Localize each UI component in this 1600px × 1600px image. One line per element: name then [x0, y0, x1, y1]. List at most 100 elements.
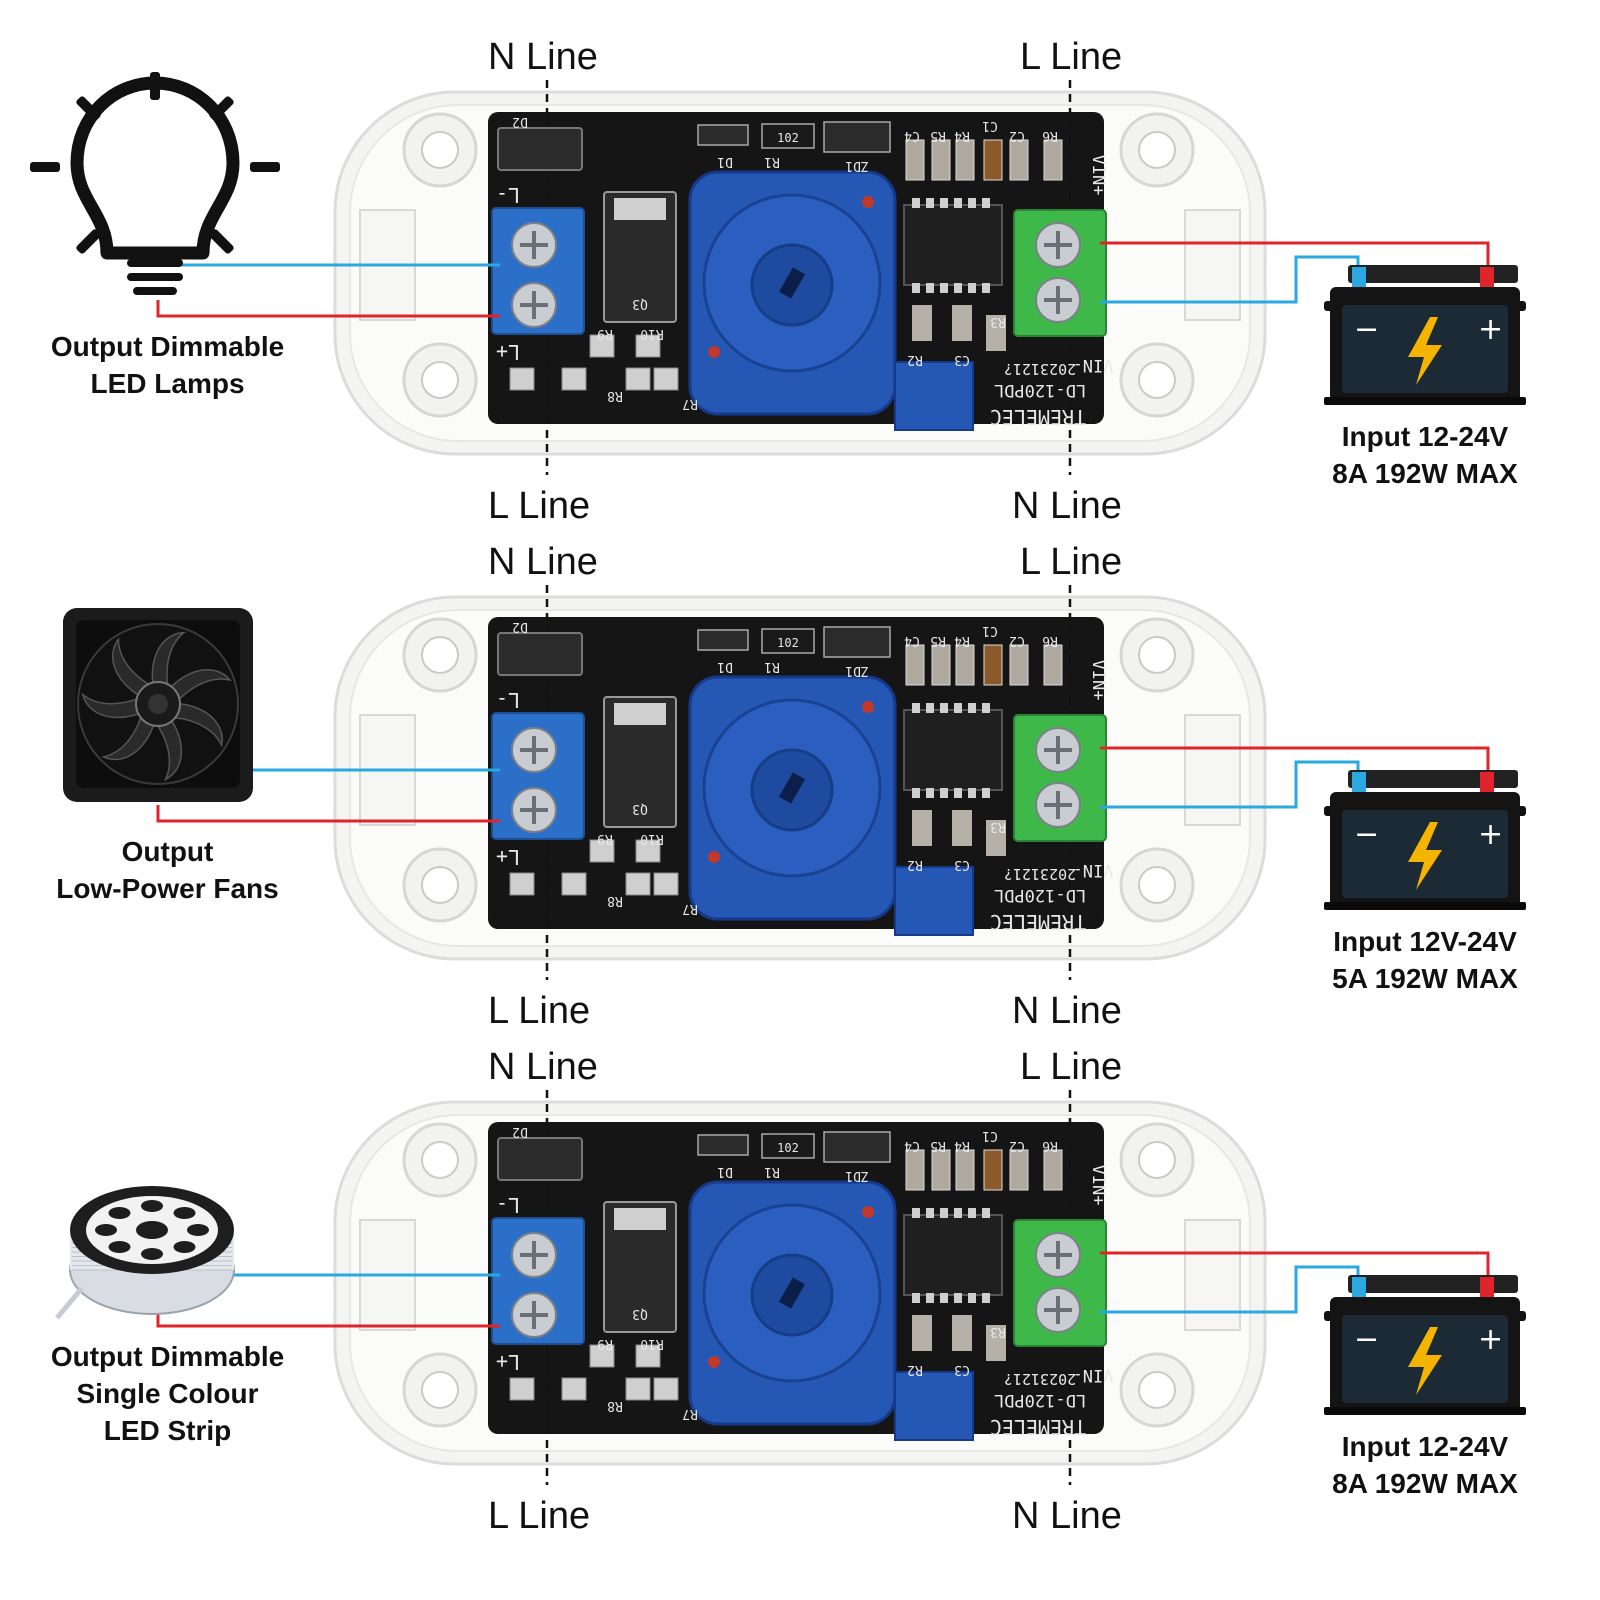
smd-part — [635, 334, 661, 358]
smd-part — [625, 367, 651, 391]
silk-r1: R1 — [764, 1164, 780, 1179]
diode-d1 — [697, 1134, 749, 1156]
silk-r1: R1 — [764, 659, 780, 674]
silk-vin-plus: VIN+ — [1088, 660, 1108, 701]
screw-hole — [421, 361, 459, 399]
smd-part — [986, 1325, 1006, 1361]
screw-slot — [1044, 1296, 1072, 1324]
smd-part — [912, 810, 932, 846]
smd-part — [955, 139, 975, 181]
smd-part — [912, 1315, 932, 1351]
silk-resistor-code: 102 — [777, 636, 799, 650]
mosfet-tab — [614, 703, 666, 725]
smd-part — [635, 1344, 661, 1368]
led-indicator — [862, 196, 874, 208]
silk-r4: R4 — [954, 1138, 970, 1153]
smd-part — [561, 367, 587, 391]
silk-vin-minus: VIN- — [1073, 1365, 1114, 1385]
smd-part — [625, 1377, 651, 1401]
zener-zd1 — [823, 121, 891, 153]
ic-pin — [982, 703, 990, 713]
input-caption: Input 12V-24V 5A 192W MAX — [1332, 926, 1518, 994]
ic-pin — [940, 1208, 948, 1218]
ic-pin — [926, 1293, 934, 1303]
smd-part — [905, 1149, 925, 1191]
smd-part — [653, 872, 679, 896]
battery-icon: −+ — [1324, 265, 1526, 405]
ic-pin — [940, 703, 948, 713]
output-caption: Output Dimmable Single Colour LED Strip — [50, 1341, 285, 1446]
silk-c4: C4 — [904, 1138, 920, 1153]
smd-part — [1009, 139, 1029, 181]
reel-spoke-hole — [187, 1224, 209, 1236]
led-indicator — [708, 1356, 720, 1368]
silk-q3: Q3 — [632, 1306, 648, 1321]
smd-part — [561, 872, 587, 896]
mosfet-tab — [614, 1208, 666, 1230]
screw-hole — [1138, 131, 1176, 169]
smd-part — [561, 1377, 587, 1401]
silk-d1: D1 — [717, 659, 733, 674]
diode-d1 — [697, 124, 749, 146]
bottom-right-line-label: N Line — [1012, 1495, 1122, 1537]
resistor-r1 — [761, 628, 815, 654]
reel-spoke-hole — [141, 1248, 163, 1260]
mosfet-q3 — [603, 1201, 677, 1333]
cooling-fan-icon — [63, 608, 253, 802]
silk-c4: C4 — [904, 633, 920, 648]
silk-c3: C3 — [954, 857, 970, 872]
smd-part — [653, 367, 679, 391]
battery-positive-post — [1480, 772, 1494, 794]
battery-plus-symbol: + — [1478, 817, 1503, 852]
smd-part — [653, 1377, 679, 1401]
silk-model: LD-120PDL — [994, 885, 1086, 905]
screw-slot — [520, 1301, 548, 1329]
top-left-line-label: N Line — [488, 541, 598, 583]
battery-negative-post — [1352, 267, 1366, 289]
ic-pin — [982, 1208, 990, 1218]
silk-zd1: ZD1 — [845, 158, 868, 173]
battery-cap-top — [1348, 265, 1518, 283]
zener-zd1 — [823, 626, 891, 658]
ic-pin — [982, 788, 990, 798]
output-caption: Output Low-Power Fans — [56, 836, 279, 904]
screw-hole — [421, 131, 459, 169]
ic-pin — [926, 283, 934, 293]
silk-r3: R3 — [990, 314, 1006, 329]
silk-r9: R9 — [597, 1336, 613, 1351]
diode-d2 — [497, 1137, 583, 1181]
silk-r5: R5 — [930, 128, 946, 143]
screw-slot — [1044, 286, 1072, 314]
silk-d2: D2 — [512, 114, 528, 129]
ic-pin — [926, 198, 934, 208]
battery-base — [1324, 902, 1526, 910]
silk-r2: R2 — [907, 857, 923, 872]
battery-base — [1324, 397, 1526, 405]
output-caption: Output Dimmable LED Lamps — [50, 331, 285, 399]
mosfet-q3 — [603, 696, 677, 828]
battery-icon: −+ — [1324, 770, 1526, 910]
screw-slot — [520, 796, 548, 824]
silk-vin-plus: VIN+ — [1088, 155, 1108, 196]
reel-strip-tail — [55, 1286, 84, 1320]
potentiometer-slot — [778, 772, 806, 804]
ic-pin — [968, 788, 976, 798]
ic-pin — [940, 283, 948, 293]
ic-pin — [954, 703, 962, 713]
led-indicator — [708, 851, 720, 863]
bulb-ray — [30, 162, 60, 172]
silk-zd1: ZD1 — [845, 1168, 868, 1183]
silk-r3: R3 — [990, 819, 1006, 834]
ic-pin — [926, 1208, 934, 1218]
silk-c3: C3 — [954, 1362, 970, 1377]
silk-c1: C1 — [982, 623, 998, 638]
top-left-line-label: N Line — [488, 1046, 598, 1088]
silk-c4: C4 — [904, 128, 920, 143]
smd-part — [983, 644, 1003, 686]
silk-r1: R1 — [764, 154, 780, 169]
reel-spoke-hole — [108, 1241, 131, 1253]
smd-part — [1043, 1149, 1063, 1191]
silk-r5: R5 — [930, 633, 946, 648]
ic-pin — [912, 283, 920, 293]
ic-pin — [926, 703, 934, 713]
